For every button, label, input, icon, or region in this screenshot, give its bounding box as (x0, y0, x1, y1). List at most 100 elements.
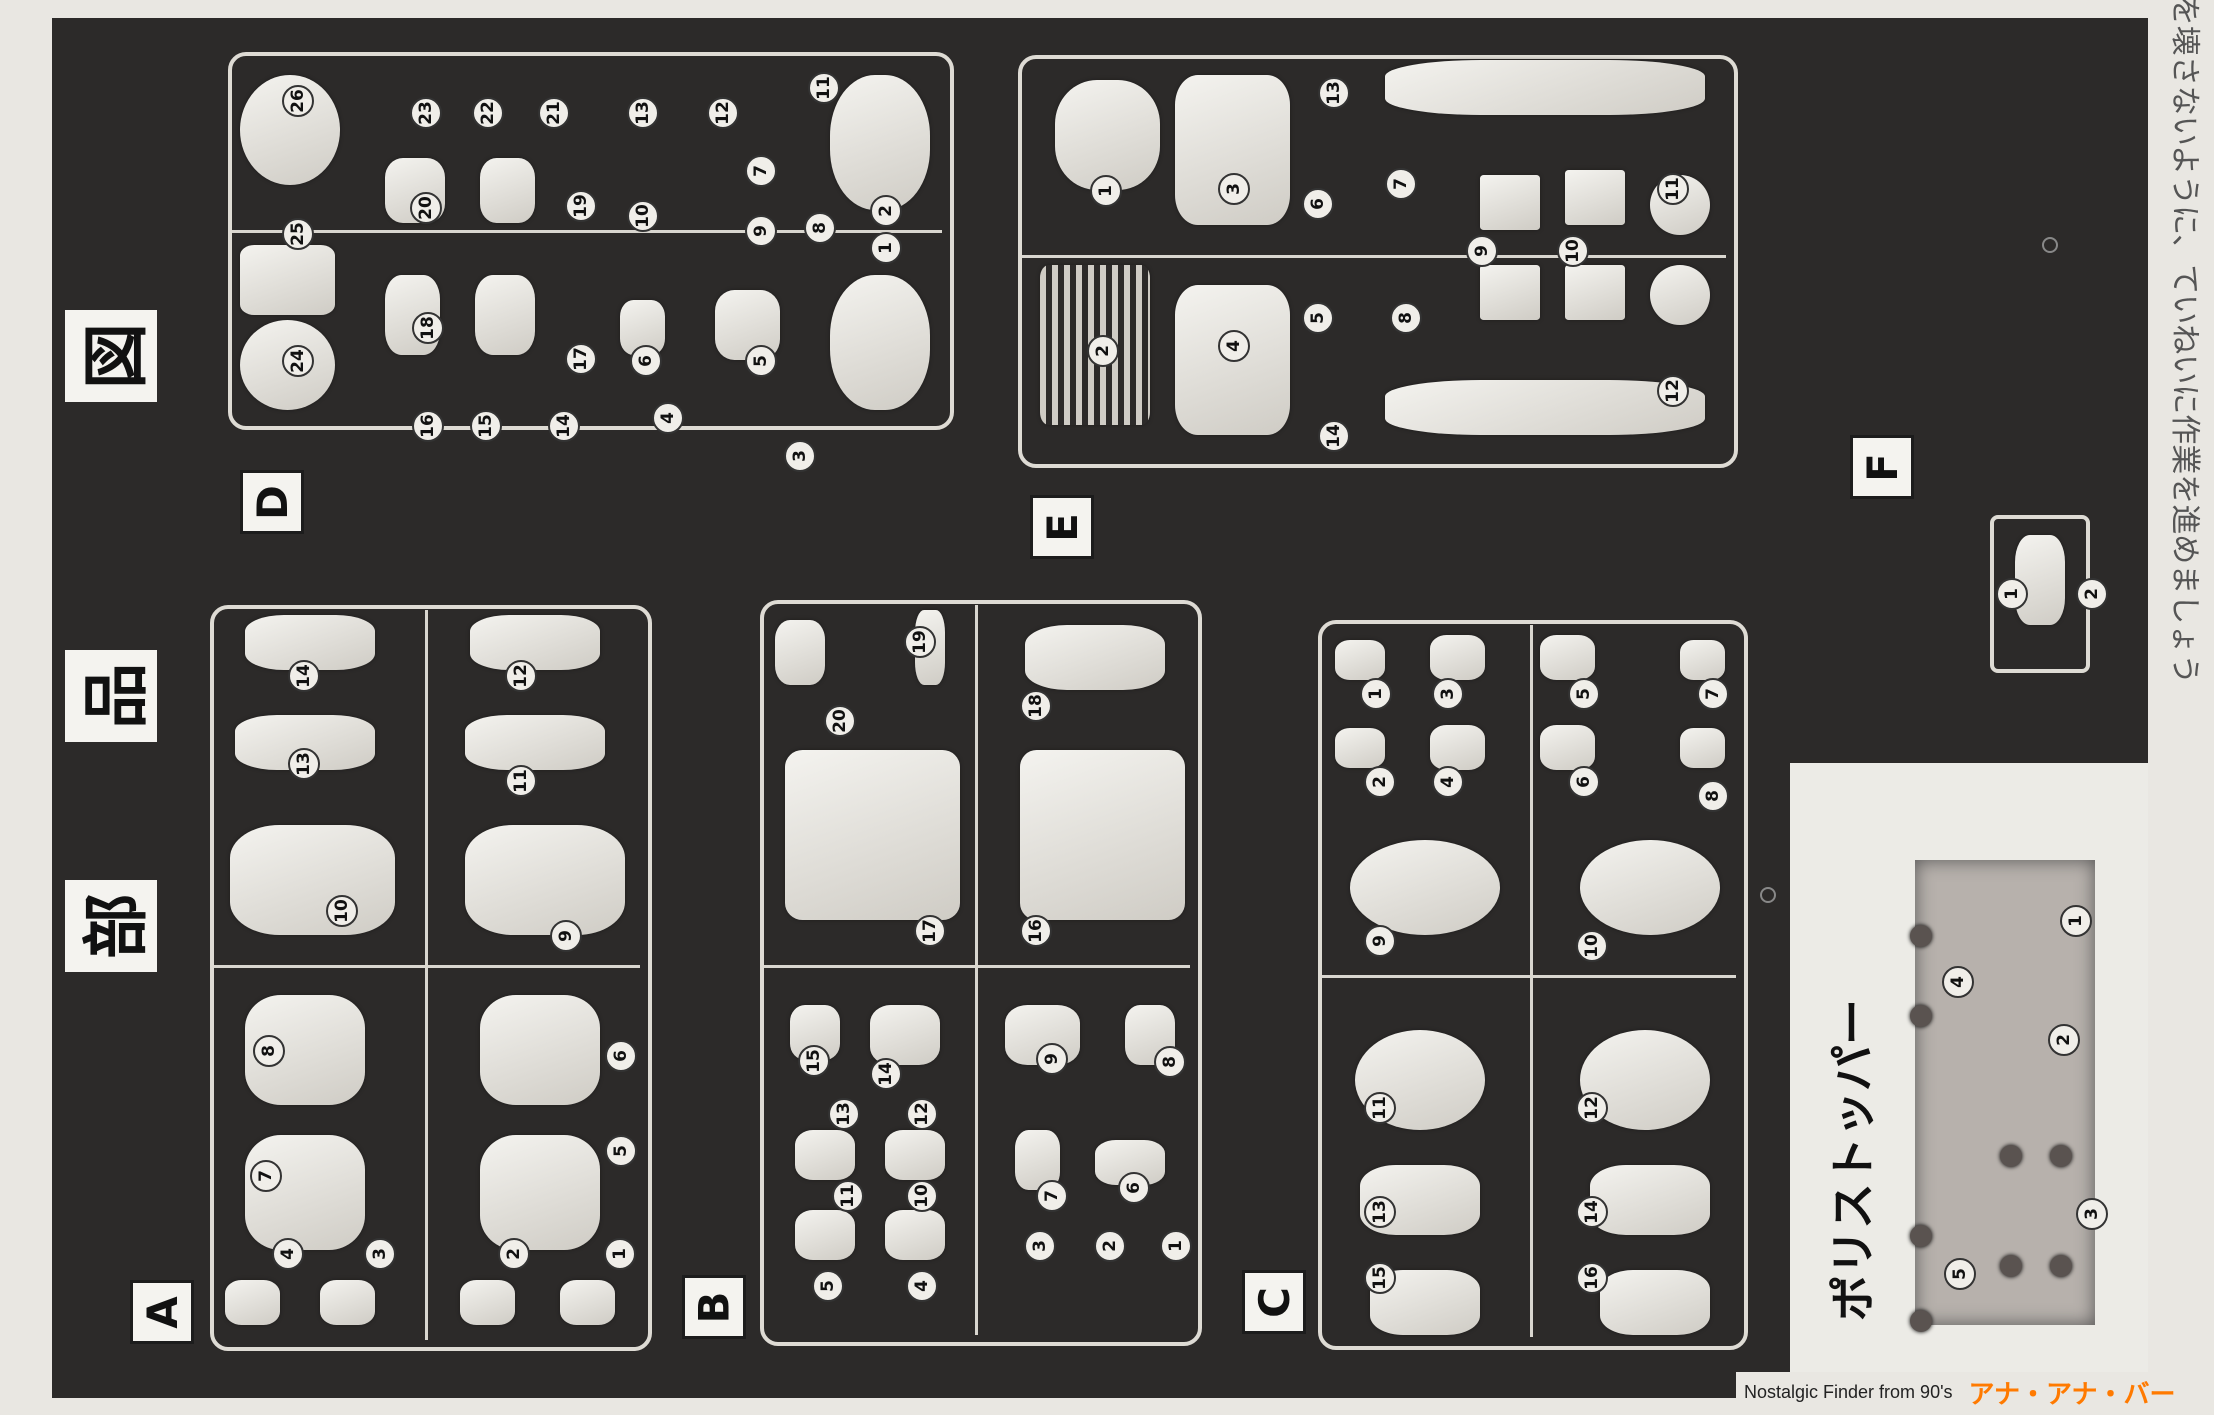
part (795, 1210, 855, 1260)
part (1540, 635, 1595, 680)
part (885, 1130, 945, 1180)
part (480, 995, 600, 1105)
part-number-e: 12 (1657, 375, 1689, 407)
part (225, 1280, 280, 1325)
part-number-c: 1 (1360, 678, 1392, 710)
part (465, 715, 605, 770)
polycap-dot (1910, 1310, 1932, 1332)
part-number-b: 9 (1036, 1043, 1068, 1075)
part-number-d: 3 (784, 440, 816, 472)
part-number-a: 5 (605, 1135, 637, 1167)
part-number-d: 12 (707, 97, 739, 129)
part-number-c: 13 (1364, 1196, 1396, 1228)
side-note-text: 部品を壊さないように、ていねいに作業を進めましょう (2167, 0, 2202, 685)
part (885, 1210, 945, 1260)
part (1430, 725, 1485, 770)
part-number-a: 2 (498, 1238, 530, 1270)
part-number-b: 17 (914, 915, 946, 947)
part-number-d: 5 (745, 345, 777, 377)
part-number-b: 20 (824, 705, 856, 737)
part-number-b: 19 (904, 626, 936, 658)
part (1055, 80, 1160, 190)
part-number-d: 19 (565, 190, 597, 222)
part-number-d: 9 (745, 215, 777, 247)
part (1025, 625, 1165, 690)
polycap-dot (2050, 1145, 2072, 1167)
part (1430, 635, 1485, 680)
part-number-d: 11 (808, 72, 840, 104)
part-number-e: 8 (1390, 302, 1422, 334)
part (1385, 380, 1705, 435)
part-number-d: 1 (870, 232, 902, 264)
part-number-d: 21 (538, 97, 570, 129)
sprue-letter-a: A (130, 1280, 194, 1344)
watermark-brand: アナ・アナ・バー (1968, 1378, 2176, 1409)
part (1350, 840, 1500, 935)
part (1680, 728, 1725, 768)
part (795, 1130, 855, 1180)
part-number-b: 16 (1020, 915, 1052, 947)
part-number-d: 7 (745, 155, 777, 187)
part-number-polycap: 1 (2060, 905, 2092, 937)
part-number-f: 1 (1996, 578, 2028, 610)
part-number-e: 2 (1087, 335, 1119, 367)
part-number-a: 6 (605, 1040, 637, 1072)
part (830, 75, 930, 210)
part (1590, 1165, 1710, 1235)
part (230, 825, 395, 935)
part-number-b: 15 (798, 1045, 830, 1077)
part (480, 1135, 600, 1250)
part-number-a: 14 (288, 660, 320, 692)
part-number-d: 14 (548, 410, 580, 442)
part-number-a: 7 (250, 1160, 282, 1192)
part-number-d: 22 (472, 97, 504, 129)
runner (1530, 625, 1533, 1337)
part (240, 245, 335, 315)
part (1385, 60, 1705, 115)
part (785, 750, 960, 920)
part-number-c: 7 (1697, 678, 1729, 710)
part-number-c: 4 (1432, 766, 1464, 798)
part-number-d: 17 (565, 343, 597, 375)
part-number-d: 2 (870, 195, 902, 227)
part-number-b: 18 (1020, 690, 1052, 722)
part-number-b: 3 (1024, 1230, 1056, 1262)
part (1480, 175, 1540, 230)
polycap-label: ポリストッパー (1826, 999, 1880, 1321)
part-number-c: 16 (1576, 1262, 1608, 1294)
part-number-a: 10 (326, 895, 358, 927)
part (1565, 170, 1625, 225)
punch-hole (2042, 237, 2058, 253)
part-number-c: 12 (1576, 1092, 1608, 1124)
sprue-d-frame (228, 52, 954, 430)
sprue-c-frame (1318, 620, 1748, 1350)
heading-kanji-zu: 図 (65, 310, 157, 402)
part (1600, 1270, 1710, 1335)
part-number-e: 13 (1318, 77, 1350, 109)
part-number-a: 13 (288, 748, 320, 780)
part (460, 1280, 515, 1325)
sprue-letter-d: D (240, 470, 304, 534)
part-number-c: 8 (1697, 780, 1729, 812)
sprue-letter-b: B (682, 1275, 746, 1339)
part-number-b: 14 (870, 1058, 902, 1090)
part-number-c: 15 (1364, 1262, 1396, 1294)
runner (1022, 255, 1726, 258)
part-number-b: 5 (812, 1270, 844, 1302)
part (1540, 725, 1595, 770)
part-number-a: 8 (253, 1035, 285, 1067)
part-number-c: 2 (1364, 766, 1396, 798)
part-number-c: 11 (1364, 1092, 1396, 1124)
part-number-a: 1 (604, 1238, 636, 1270)
part (475, 275, 535, 355)
part-number-d: 25 (282, 218, 314, 250)
part (775, 620, 825, 685)
part-number-d: 23 (410, 97, 442, 129)
part-number-e: 14 (1318, 420, 1350, 452)
part (1680, 640, 1725, 680)
runner (1322, 975, 1736, 978)
part-number-e: 7 (1385, 168, 1417, 200)
punch-hole (1760, 887, 1776, 903)
sprue-letter-c: C (1242, 1270, 1306, 1334)
